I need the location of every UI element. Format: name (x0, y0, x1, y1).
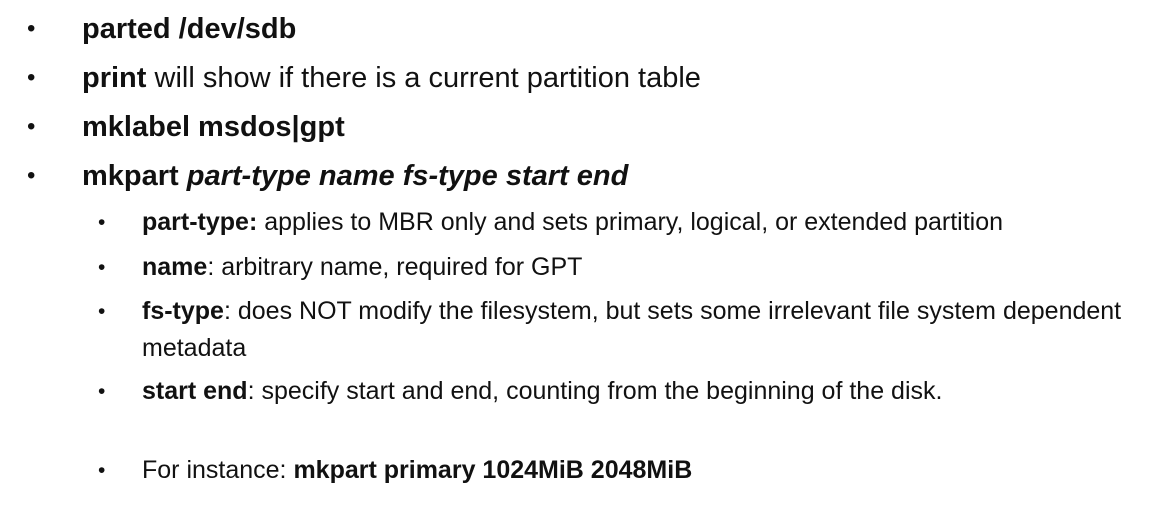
definition-text: applies to MBR only and sets primary, lo… (257, 208, 1004, 236)
bullet-dot: • (98, 380, 106, 403)
bullet-text: parted /dev/sdb (82, 12, 296, 46)
bullet-dot: • (27, 162, 36, 189)
bullet-dot: • (98, 256, 106, 279)
sub-bullet-text: name: arbitrary name, required for GPT (142, 249, 1162, 286)
bullet-dot: • (98, 459, 106, 482)
definition-text: : arbitrary name, required for GPT (207, 253, 583, 281)
command-text: parted /dev/sdb (82, 13, 297, 45)
bullet-dot: • (98, 211, 106, 234)
sub-bullet-text: part-type: applies to MBR only and sets … (142, 204, 1162, 241)
command-text: mkpart (82, 160, 187, 192)
bullet-text: mklabel msdos|gpt (82, 110, 345, 144)
bullet-dot: • (98, 300, 106, 323)
term-text: name (142, 253, 208, 281)
term-text: part-type: (142, 208, 258, 236)
bullet-dot: • (27, 15, 36, 42)
arguments-text: part-type name fs-type start end (186, 160, 629, 192)
bullet-text: print will show if there is a current pa… (82, 61, 701, 95)
definition-text: : specify start and end, counting from t… (247, 377, 943, 405)
description-text: will show if there is a current partitio… (146, 62, 701, 94)
command-text: print (82, 62, 147, 94)
sub-bullet-text: start end: specify start and end, counti… (142, 373, 1162, 410)
command-text: mklabel msdos|gpt (82, 111, 345, 143)
term-text: fs-type (142, 297, 224, 325)
term-text: start end (142, 377, 248, 405)
bullet-dot: • (27, 113, 36, 140)
sub-bullet-text: fs-type: does NOT modify the filesystem,… (142, 293, 1162, 367)
example-command: mkpart primary 1024MiB 2048MiB (293, 456, 693, 484)
bullet-text: mkpart part-type name fs-type start end (82, 159, 628, 193)
sub-bullet-text: For instance: mkpart primary 1024MiB 204… (142, 452, 1162, 489)
example-label: For instance: (142, 456, 294, 484)
bullet-dot: • (27, 64, 36, 91)
definition-text: : does NOT modify the filesystem, but se… (142, 297, 1122, 362)
